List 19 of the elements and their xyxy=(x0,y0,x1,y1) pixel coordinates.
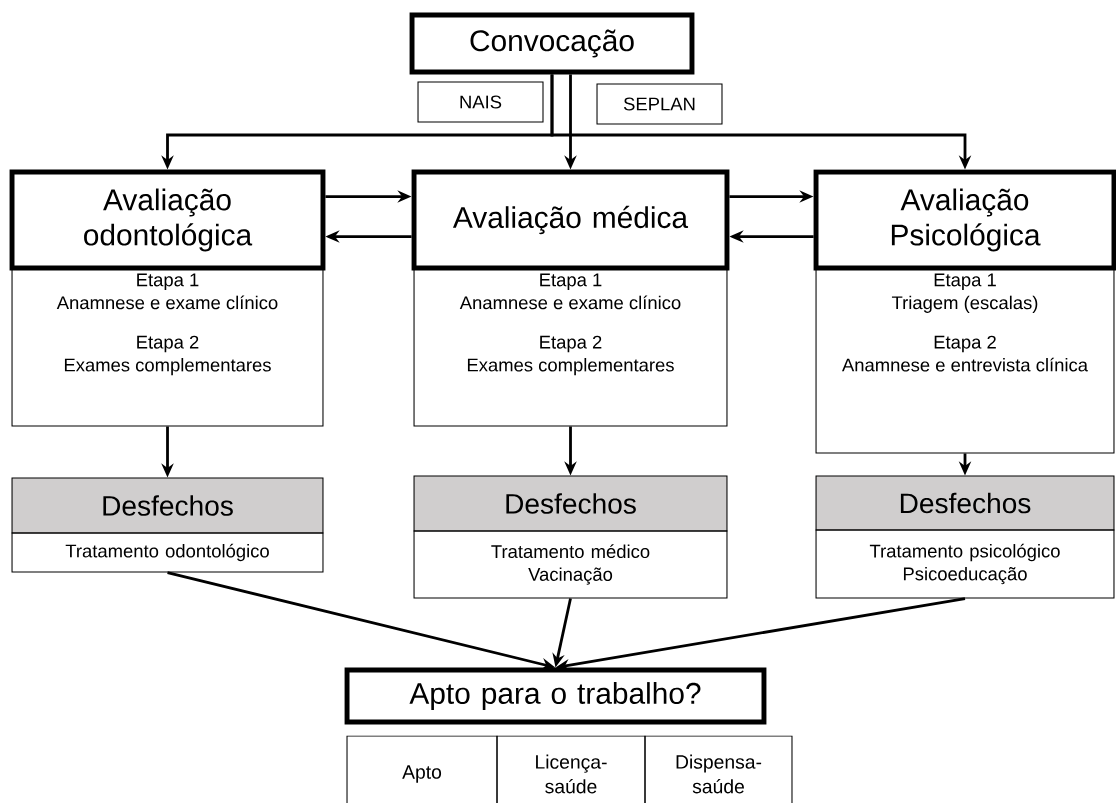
table-cell: Licença-saúde xyxy=(496,735,646,803)
process-box: Avaliação odontológica xyxy=(9,169,326,271)
process-box: Convocação xyxy=(409,12,695,75)
outcome-box: Tratamento odontológico xyxy=(11,532,324,573)
process-box: Apto para o trabalho? xyxy=(344,667,767,725)
process-box: Avaliação Psicológica xyxy=(813,169,1116,271)
process-box: Avaliação médica xyxy=(411,169,730,271)
outcome-box: Tratamento médico Vacinação xyxy=(413,530,728,599)
label-box: NAIS xyxy=(417,81,544,123)
stage-box: Etapa 1 Anamnese e exame clínico Etapa 2 Exames complementares xyxy=(413,267,728,427)
label-box: SEPLAN xyxy=(596,83,723,125)
header-box: Desfechos xyxy=(11,477,324,534)
stage-box: Etapa 1 Triagem (escalas) Etapa 2 Anamnese e entrevista clínica xyxy=(815,267,1115,454)
header-box: Desfechos xyxy=(815,475,1115,531)
outcome-box: Tratamento psicológico Psicoeducação xyxy=(815,529,1115,599)
header-box: Desfechos xyxy=(413,475,728,532)
table-cell: Apto xyxy=(346,735,498,803)
stage-box: Etapa 1 Anamnese e exame clínico Etapa 2 Exames complementares xyxy=(11,267,324,427)
table-cell: Dispensa-saúde xyxy=(644,735,793,803)
